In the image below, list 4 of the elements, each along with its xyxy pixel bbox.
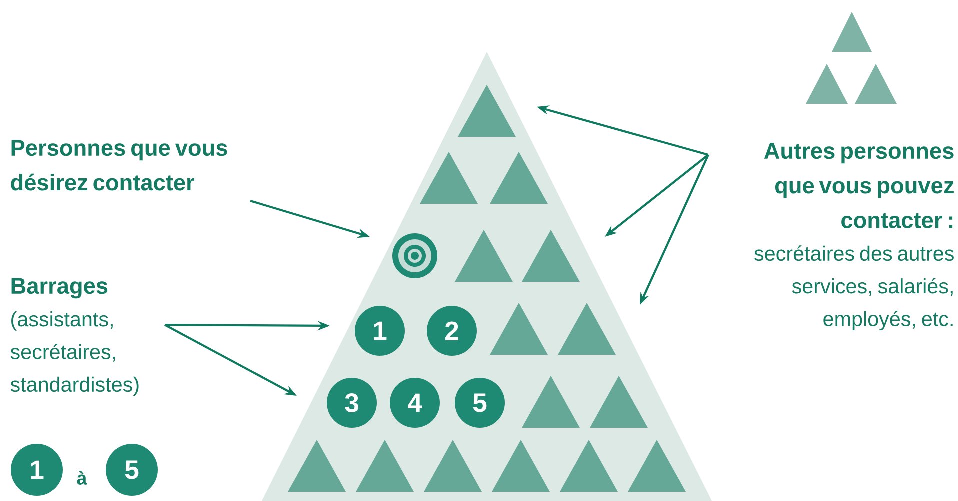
callout-text: Autres personnes que vous pouvez contacter : secrétaires des autres services, salariés, employés, etc. bbox=[754, 143, 954, 330]
callout-text: Personnes que vous désirez contacter bbox=[11, 140, 228, 191]
connector-word: à bbox=[77, 471, 88, 485]
callout-text: Barrages (assistants, secrétaires, standardistes) bbox=[10, 278, 139, 396]
